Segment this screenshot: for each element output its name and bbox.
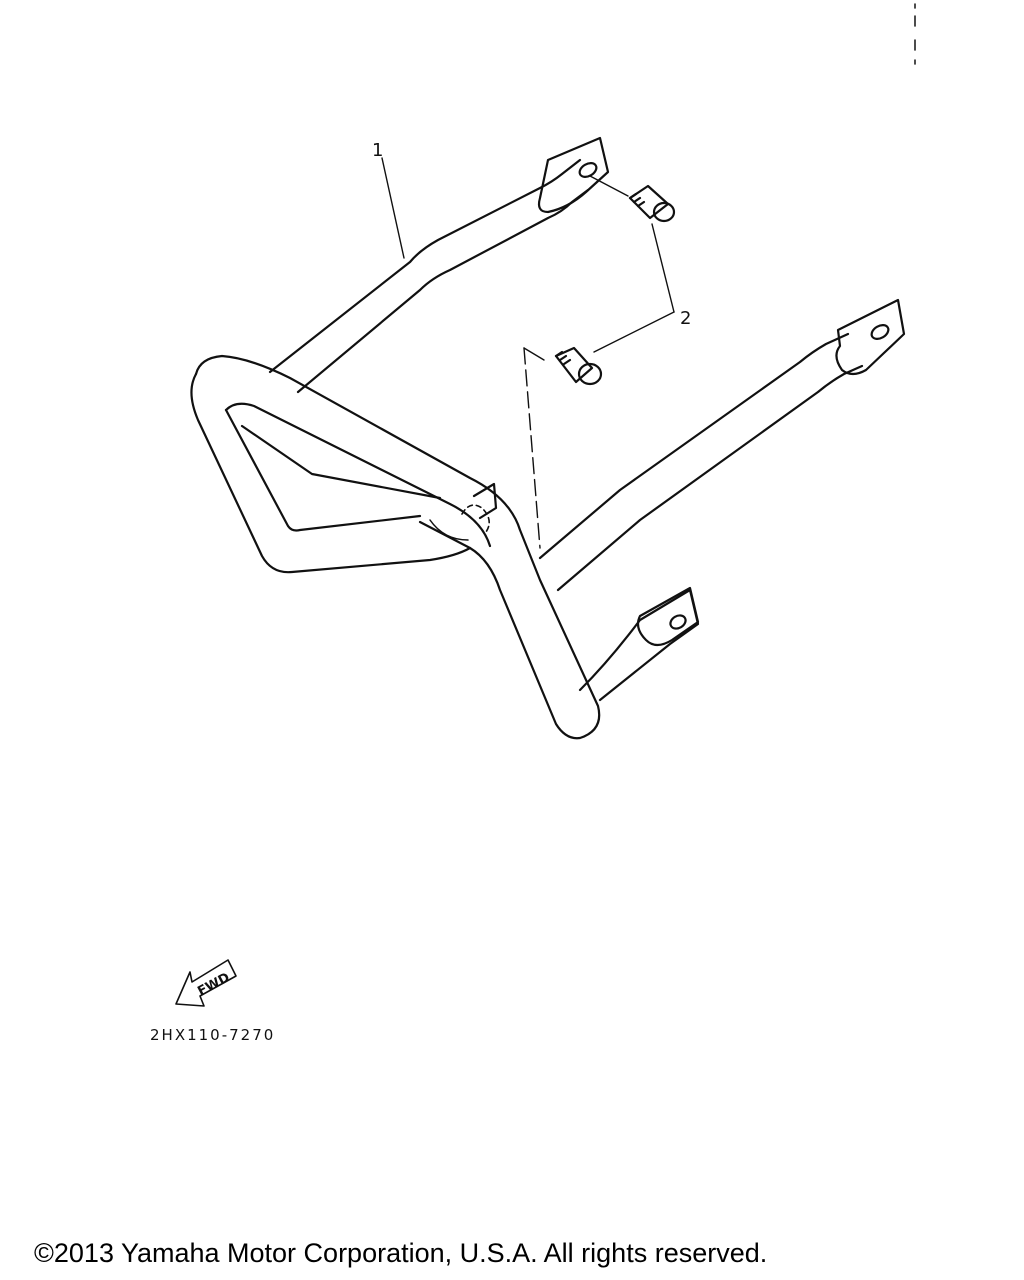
diagram-code: 2HX110-7270: [150, 1026, 275, 1044]
top-mount-hole: [578, 162, 598, 178]
parts-diagram: 1 2 FWD 2HX110-7270: [150, 3, 916, 1044]
right-mount-hole: [870, 324, 890, 340]
callout-2: 2: [680, 308, 691, 329]
grab-bar-frame: [190, 136, 906, 740]
callout-1: 1: [372, 140, 383, 161]
right-mount-tab: [835, 298, 906, 376]
lower-mount-tab: [636, 586, 700, 647]
fwd-arrow-icon: FWD: [175, 959, 237, 1007]
bolt-lower: [554, 346, 603, 386]
bolt-upper: [628, 184, 676, 223]
copyright-notice: ©2013 Yamaha Motor Corporation, U.S.A. A…: [34, 1238, 768, 1268]
top-mount-tab: [537, 136, 610, 214]
leader-lines: [381, 157, 675, 549]
lower-mount-hole: [669, 614, 687, 630]
